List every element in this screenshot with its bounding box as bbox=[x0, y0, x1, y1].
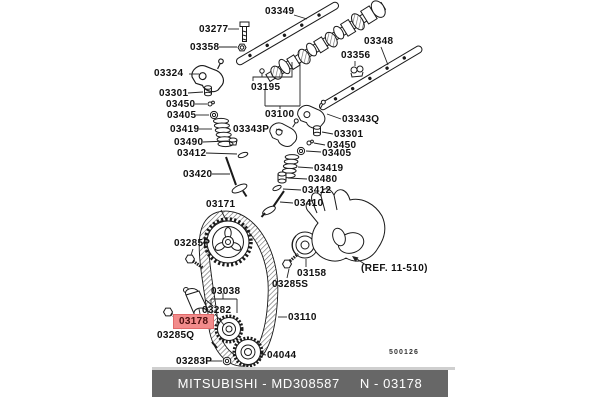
bolt-03277 bbox=[239, 21, 250, 42]
bolt-03285P bbox=[184, 254, 204, 270]
valve-retainer-left bbox=[204, 85, 212, 97]
camshaft bbox=[265, 0, 387, 83]
part-label-03356[interactable]: 03356 bbox=[341, 50, 371, 61]
bolt-03285Q bbox=[162, 307, 184, 323]
balance-sprocket bbox=[232, 336, 264, 368]
footer-top-strip bbox=[152, 367, 455, 370]
crank-sprocket bbox=[214, 314, 244, 344]
valve-seal-03490 bbox=[228, 137, 238, 146]
part-label-03420[interactable]: 03420 bbox=[183, 169, 213, 180]
part-label-03450-left[interactable]: 03450 bbox=[166, 99, 196, 110]
part-label-03358[interactable]: 03358 bbox=[190, 42, 220, 53]
part-label-03412-left[interactable]: 03412 bbox=[177, 148, 207, 159]
ref-note: (REF. 11-510) bbox=[361, 263, 428, 274]
footer-caption-bar: MITSUBISHI - MD308587 N - 03178 bbox=[152, 370, 448, 397]
part-label-03490[interactable]: 03490 bbox=[174, 137, 204, 148]
valve-keeper-left bbox=[207, 100, 215, 107]
part-label-03195[interactable]: 03195 bbox=[251, 82, 281, 93]
sheet-number: 500126 bbox=[389, 349, 419, 356]
part-label-03285Q[interactable]: 03285Q bbox=[157, 330, 195, 341]
nut-03283P bbox=[222, 356, 232, 366]
washer-03412-right bbox=[272, 184, 282, 192]
footer-n-number: N - 03178 bbox=[359, 376, 423, 391]
part-label-03419-right[interactable]: 03419 bbox=[314, 163, 344, 174]
part-label-03349[interactable]: 03349 bbox=[265, 6, 295, 17]
part-label-03283P[interactable]: 03283P bbox=[176, 356, 213, 367]
valve-spring-left bbox=[213, 117, 234, 148]
tensioner-bracket-03178 bbox=[183, 287, 214, 319]
valve-03410 bbox=[260, 190, 285, 218]
part-label-03178-highlighted[interactable]: 03178 bbox=[173, 314, 215, 329]
leader-lines bbox=[174, 14, 389, 362]
valve-keeper-right bbox=[306, 139, 314, 146]
part-label-03038[interactable]: 03038 bbox=[211, 286, 241, 297]
part-label-03343Q[interactable]: 03343Q bbox=[342, 114, 380, 125]
lifter-03480 bbox=[277, 171, 287, 184]
pin-03195 bbox=[259, 68, 265, 74]
part-label-03405-right[interactable]: 03405 bbox=[322, 148, 352, 159]
part-label-03410[interactable]: 03410 bbox=[294, 198, 324, 209]
part-label-03405-left[interactable]: 03405 bbox=[167, 110, 197, 121]
part-label-03282[interactable]: 03282 bbox=[202, 305, 232, 316]
part-label-03343P[interactable]: 03343P bbox=[233, 124, 270, 135]
rocker-shaft-rear bbox=[319, 45, 423, 111]
part-label-03348[interactable]: 03348 bbox=[364, 36, 394, 47]
part-label-03277[interactable]: 03277 bbox=[199, 24, 229, 35]
part-label-04044[interactable]: 04044 bbox=[267, 350, 297, 361]
valve-retainer-right bbox=[313, 125, 321, 137]
part-label-03324[interactable]: 03324 bbox=[154, 68, 184, 79]
part-label-03171[interactable]: 03171 bbox=[206, 199, 236, 210]
part-label-03419-left[interactable]: 03419 bbox=[170, 124, 200, 135]
part-label-03100[interactable]: 03100 bbox=[265, 109, 295, 120]
valve-03420 bbox=[225, 156, 248, 198]
rocker-arm-03343Q bbox=[295, 95, 329, 131]
rocker-shaft-front bbox=[236, 1, 339, 66]
part-label-03285P[interactable]: 03285P bbox=[174, 238, 211, 249]
stud bbox=[211, 341, 218, 349]
part-label-03110[interactable]: 03110 bbox=[288, 312, 317, 323]
nut-03358 bbox=[237, 43, 247, 52]
washer-03412-left bbox=[237, 151, 249, 159]
part-label-03158[interactable]: 03158 bbox=[297, 268, 327, 279]
spring-seat-left bbox=[209, 110, 219, 120]
part-label-03450-right[interactable]: 03450 bbox=[327, 140, 357, 151]
camshaft-sprocket bbox=[203, 217, 253, 267]
part-label-03412-right[interactable]: 03412 bbox=[302, 185, 332, 196]
part-label-03285S[interactable]: 03285S bbox=[272, 279, 309, 290]
part-label-03301-left[interactable]: 03301 bbox=[159, 88, 189, 99]
hand-illustration bbox=[305, 188, 386, 262]
part-label-03480[interactable]: 03480 bbox=[308, 174, 338, 185]
part-label-03301-right[interactable]: 03301 bbox=[334, 129, 364, 140]
spring-seat-right bbox=[296, 146, 306, 156]
cap-03356 bbox=[350, 65, 364, 78]
footer-brand-part: MITSUBISHI - MD308587 bbox=[177, 376, 340, 391]
bolt-03285S bbox=[281, 252, 299, 269]
